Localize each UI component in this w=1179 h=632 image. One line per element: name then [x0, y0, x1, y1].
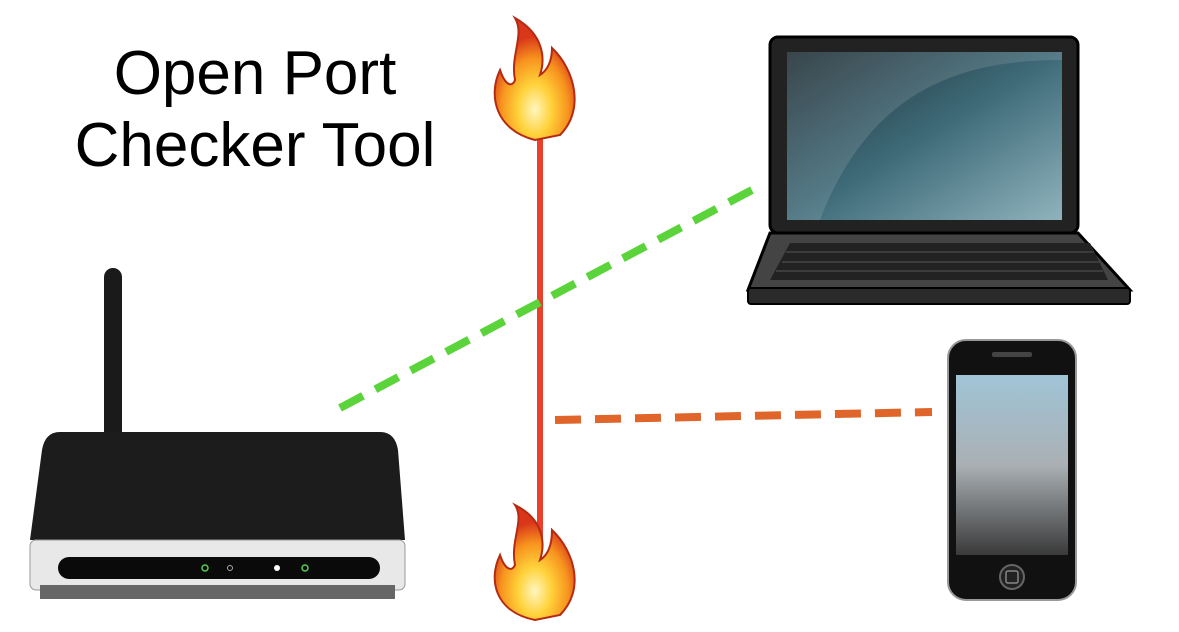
- flame-icon: [493, 502, 576, 622]
- laptop-icon: [745, 35, 1134, 305]
- title-line-2: Checker Tool: [74, 111, 436, 180]
- smartphone-icon: [947, 339, 1077, 601]
- blocked-connection-line: [554, 408, 933, 424]
- title-line-1: Open Port: [113, 39, 397, 108]
- flame-icon: [493, 15, 576, 142]
- allowed-connection-line: [338, 186, 754, 412]
- router-icon: [29, 268, 406, 599]
- diagram-title: Open Port Checker Tool: [20, 38, 490, 182]
